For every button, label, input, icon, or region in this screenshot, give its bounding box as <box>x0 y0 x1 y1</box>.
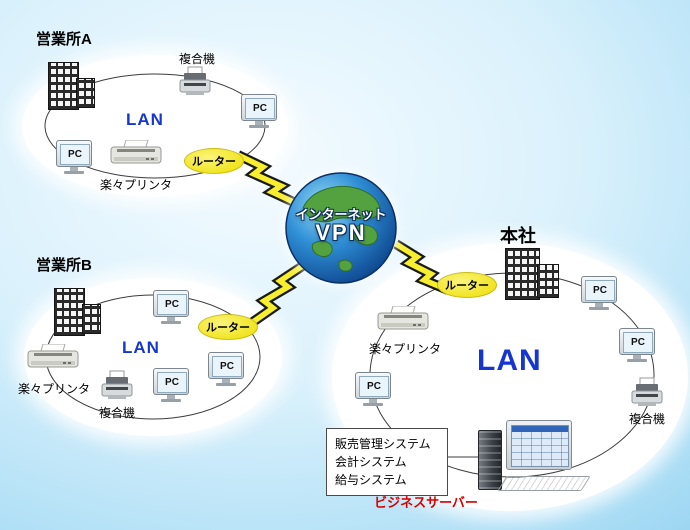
pc-stand <box>595 303 603 307</box>
office-a-mfp-label: 複合機 <box>178 52 215 66</box>
hq-dot-printer-icon <box>377 306 429 330</box>
office-a-lan-label: LAN <box>126 110 164 129</box>
lightning-bolt-office-a <box>235 150 303 210</box>
pc-stand <box>369 399 377 403</box>
office-a-dot-printer-icon <box>110 140 162 164</box>
building-tower <box>54 288 85 336</box>
pc-stand <box>255 121 263 125</box>
office-a-router: ルーター <box>184 148 244 174</box>
pc-stand <box>167 395 175 399</box>
server-monitor <box>506 420 572 470</box>
pc-base <box>363 403 383 406</box>
pc-label: PC <box>157 294 187 315</box>
lightning-bolt-hq <box>393 239 450 295</box>
hq-building-icon <box>505 248 559 300</box>
pc-base <box>589 307 609 310</box>
office-b-building-icon <box>54 288 101 336</box>
internet-vpn-label-line1: インターネット <box>295 207 387 222</box>
internet-globe-icon <box>285 172 397 284</box>
office-b-pc-3: PC <box>207 352 245 386</box>
server-tower <box>478 430 502 490</box>
office-a-building-icon <box>48 62 95 110</box>
pc-monitor-icon: PC <box>153 290 189 317</box>
pc-label: PC <box>157 372 187 393</box>
hq-router: ルーター <box>437 272 497 298</box>
pc-label: PC <box>245 98 275 119</box>
globe-continents <box>302 186 381 272</box>
office-b-router: ルーター <box>198 314 258 340</box>
hq-lan-label: LAN <box>477 344 542 377</box>
building-tower <box>505 248 540 300</box>
pc-label: PC <box>585 280 615 301</box>
pc-monitor-icon: PC <box>56 140 92 167</box>
server-screen <box>511 425 569 467</box>
lightning-bolt-office-b <box>247 260 307 329</box>
office-b-mfp-icon <box>101 370 133 399</box>
pc-label: PC <box>359 376 389 397</box>
pc-monitor-icon: PC <box>619 328 655 355</box>
building-wing <box>537 264 559 298</box>
pc-label: PC <box>60 144 90 165</box>
pc-base <box>249 125 269 128</box>
pc-label: PC <box>212 356 242 377</box>
hq-printer-label: 楽々プリンタ <box>368 342 441 356</box>
pc-monitor-icon: PC <box>581 276 617 303</box>
office-b-dot-printer-icon <box>27 344 79 368</box>
office-a-printer-label: 楽々プリンタ <box>99 178 172 192</box>
office-a-pc-1: PC <box>240 94 278 128</box>
pc-monitor-icon: PC <box>355 372 391 399</box>
system-line-2: 会計システム <box>335 455 407 469</box>
pc-stand <box>70 167 78 171</box>
pc-base <box>64 171 84 174</box>
pc-base <box>216 383 236 386</box>
business-server-label: ビジネスサーバー <box>374 495 478 510</box>
hq-mfp-icon <box>631 377 663 406</box>
server-keyboard <box>497 476 591 491</box>
office-b-title: 営業所B <box>36 257 92 274</box>
pc-monitor-icon: PC <box>153 368 189 395</box>
pc-base <box>627 359 647 362</box>
pc-stand <box>633 355 641 359</box>
office-a-mfp-icon <box>179 66 211 95</box>
hq-pc-1: PC <box>580 276 618 310</box>
office-a-pc-2: PC <box>55 140 93 174</box>
hq-mfp-label: 複合機 <box>628 412 665 426</box>
building-wing <box>76 78 95 108</box>
pc-stand <box>222 379 230 383</box>
system-line-3: 給与システム <box>335 473 407 487</box>
office-b-lan-label: LAN <box>122 338 160 357</box>
hq-pc-2: PC <box>618 328 656 362</box>
business-server-icon <box>476 420 600 502</box>
hq-systems-box: 販売管理システム 会計システム 給与システム <box>326 428 448 496</box>
pc-monitor-icon: PC <box>241 94 277 121</box>
building-tower <box>48 62 79 110</box>
pc-monitor-icon: PC <box>208 352 244 379</box>
system-line-1: 販売管理システム <box>335 437 431 451</box>
office-b-printer-label: 楽々プリンタ <box>17 382 90 396</box>
office-b-pc-2: PC <box>152 368 190 402</box>
hq-pc-3: PC <box>354 372 392 406</box>
hq-title: 本社 <box>500 226 536 246</box>
pc-base <box>161 399 181 402</box>
building-wing <box>82 304 101 334</box>
pc-label: PC <box>623 332 653 353</box>
office-b-pc-1: PC <box>152 290 190 324</box>
pc-stand <box>167 317 175 321</box>
office-a-title: 営業所A <box>36 31 92 48</box>
pc-base <box>161 321 181 324</box>
office-b-mfp-label: 複合機 <box>98 406 135 420</box>
internet-vpn-label-line2: VPN <box>315 220 367 245</box>
